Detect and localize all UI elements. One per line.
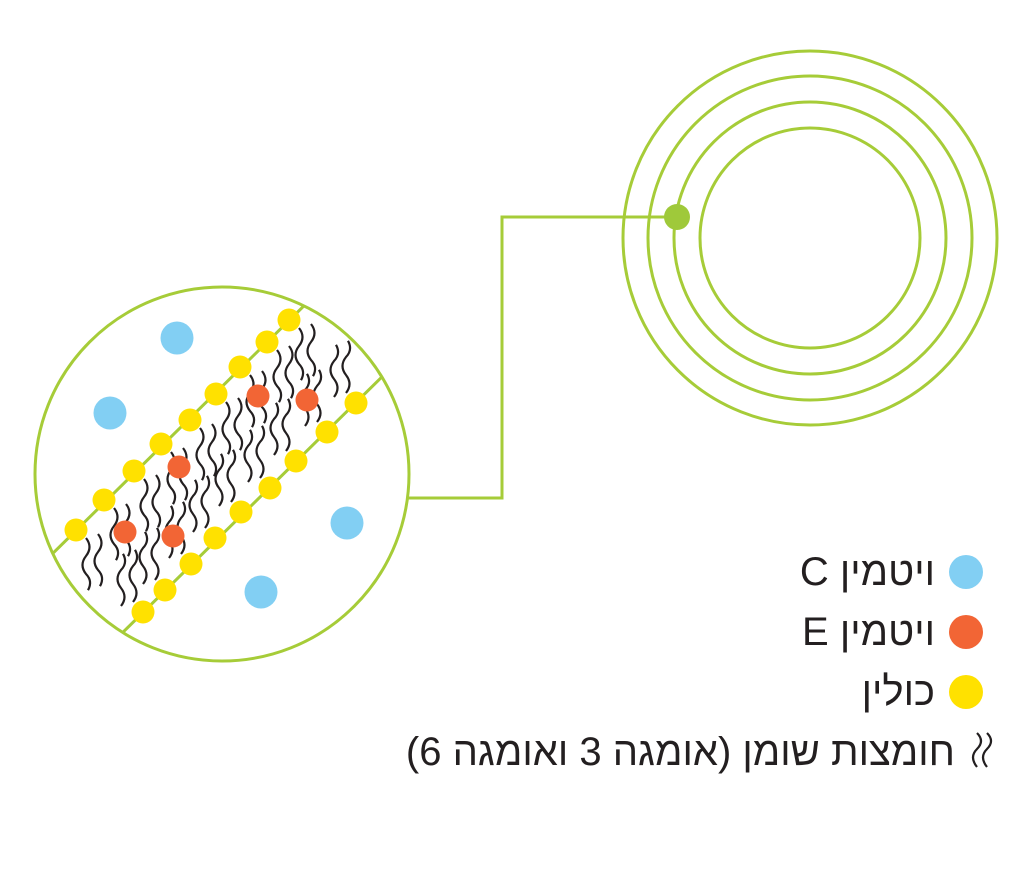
fatty-acid-tail [195,427,206,481]
legend-label: ויטמין E [802,609,935,654]
choline-molecule [131,600,155,624]
vitamin-c-molecule [93,396,127,430]
choline-molecule [277,308,301,332]
fatty-acid-tail [284,345,295,399]
ring [646,74,974,402]
choline-molecule [204,382,228,406]
ring [672,100,948,376]
choline-molecule [229,500,253,524]
fatty-acid-tail [93,533,104,587]
fatty-acid-tail-icon [971,732,993,768]
choline-molecule [203,526,227,550]
vitamin-e-molecule [246,384,270,408]
choline-molecule [255,330,279,354]
legend-label: חומצות שומן (אומגה 3 ואומגה 6) [405,729,955,774]
fatty-acid-tail [81,537,92,591]
membrane-zoom-content [38,288,397,647]
legend-item-fatty-acids: חומצות שומן (אומגה 3 ואומגה 6) [406,727,999,777]
fatty-acid-tail [139,478,150,532]
fatty-acid-tail [341,340,352,394]
fatty-acid-tail [255,425,266,479]
choline-molecule [258,476,282,500]
choline-molecule [149,432,173,456]
choline-molecule [315,420,339,444]
choline-molecule [92,488,116,512]
ring [621,49,999,427]
choline-molecule [64,518,88,542]
vitamin-e-molecule [167,455,191,479]
fatty-acid-tail [207,423,218,477]
fatty-acid-tail [233,397,244,451]
choline-molecule [153,578,177,602]
fatty-acid-tail [109,507,120,561]
connector-line [408,215,668,500]
fatty-acid-tail [188,479,199,533]
connector-dot [664,204,690,230]
fatty-acid-tail [138,531,149,585]
fatty-acid-tail [245,374,256,428]
blue-dot-icon [949,555,983,589]
fatty-acid-tail [226,449,237,503]
fatty-acid-tail [128,549,139,603]
fatty-acid-tail [329,344,340,398]
fatty-acid-tail [306,323,317,377]
choline-molecule [228,355,252,379]
fatty-acid-tail [243,429,254,483]
legend-label: ויטמין C [799,549,935,594]
choline-molecule [344,391,368,415]
yellow-dot-icon [949,675,983,709]
fatty-acid-tail [200,475,211,529]
ring [698,126,922,350]
vitamin-e-molecule [295,388,319,412]
legend-item-vitamin-e: ויטמין E [802,607,983,657]
fatty-acid-tail [269,402,280,456]
vitamin-e-molecule [161,524,185,548]
legend-item-vitamin-c: ויטמין C [800,547,983,597]
choline-molecule [122,459,146,483]
zoom-circle [33,285,411,663]
vitamin-c-molecule [160,321,194,355]
choline-molecule [284,449,308,473]
fatty-acid-tail [294,327,305,381]
fatty-acid-tail [281,398,292,452]
legend-item-choline: כולין [862,667,983,717]
fatty-acid-tail [116,553,127,607]
choline-molecule [179,552,203,576]
concentric-rings [621,49,999,427]
orange-dot-icon [949,615,983,649]
vitamin-c-molecule [244,575,278,609]
fatty-acid-tail [150,527,161,581]
legend-label: כולין [861,669,935,714]
vitamin-c-molecule [330,506,364,540]
choline-molecule [178,408,202,432]
fatty-acid-tail [214,453,225,507]
vitamin-e-molecule [113,520,137,544]
fatty-acid-tail [221,401,232,455]
fatty-acid-tail [151,474,162,528]
fatty-acid-tail [272,349,283,403]
